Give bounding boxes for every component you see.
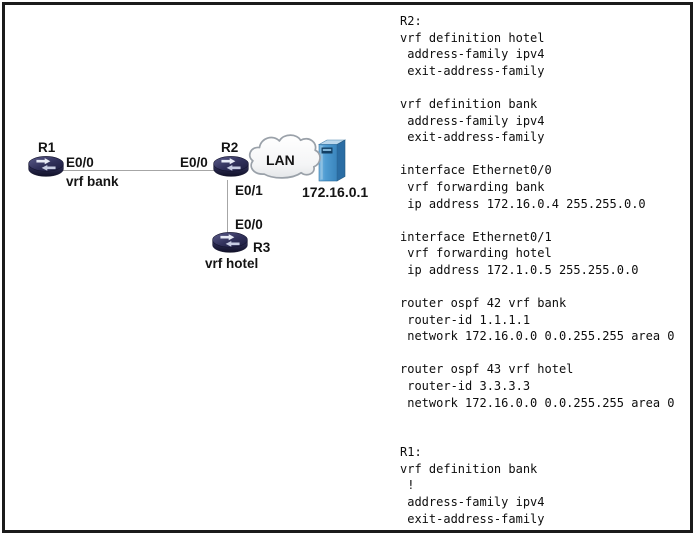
config-panel: R2: vrf definition hotel address-family … — [400, 13, 692, 527]
r3-vrf-label: vrf hotel — [205, 256, 259, 271]
r1-config-text: R1: vrf definition bank ! address-family… — [400, 445, 545, 526]
r3-label: R3 — [253, 240, 271, 255]
link-r1-r2-line — [60, 170, 216, 171]
r1-vrf-label: vrf bank — [66, 174, 119, 189]
router-icon-r2 — [211, 152, 251, 180]
r1-label: R1 — [38, 140, 56, 155]
r3-interface-label: E0/0 — [235, 217, 263, 232]
r2-label: R2 — [221, 140, 239, 155]
r2-interface-e00-label: E0/0 — [180, 155, 208, 170]
router-icon-r1 — [26, 152, 66, 180]
router-icon-r3 — [210, 228, 250, 256]
r2-config-text: R2: vrf definition hotel address-family … — [400, 14, 675, 410]
link-r2-r3-line — [227, 180, 228, 234]
r1-interface-label: E0/0 — [66, 155, 94, 170]
lan-label: LAN — [266, 152, 295, 168]
server-ip-label: 172.16.0.1 — [302, 184, 369, 200]
r2-interface-e01-label: E0/1 — [235, 183, 263, 198]
